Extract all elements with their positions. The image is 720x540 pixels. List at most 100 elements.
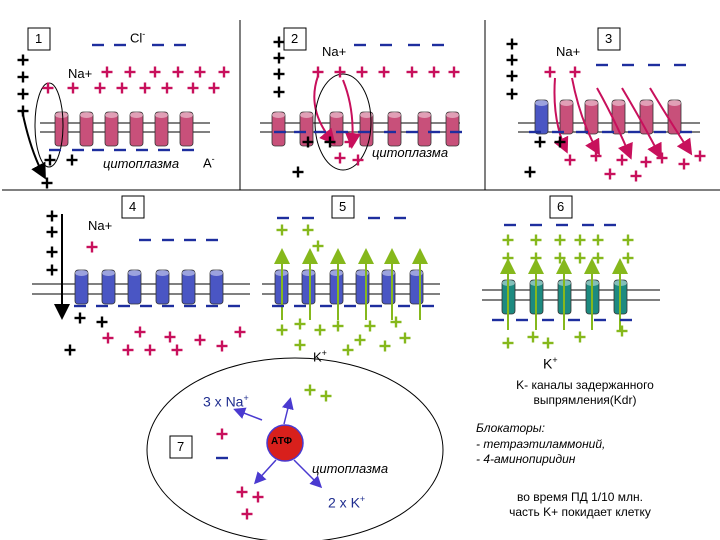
ion-channel-icon (101, 269, 116, 305)
channel-body (534, 99, 549, 135)
plus-charge-icon (616, 325, 628, 337)
plus-charge-icon (94, 82, 106, 94)
plus-charge-icon (544, 66, 556, 78)
plus-charge-icon (554, 252, 566, 264)
plus-charge-icon (234, 326, 246, 338)
panel-1-number: 1 (35, 31, 43, 46)
plus-charge-icon (592, 234, 604, 246)
plus-charge-icon (96, 316, 108, 328)
plus-charge-icon (320, 390, 332, 402)
plus-charge-icon (574, 234, 586, 246)
plus-charge-icon (273, 68, 285, 80)
plus-charge-icon (527, 331, 539, 343)
plus-charge-icon (273, 36, 285, 48)
plus-charge-icon (46, 226, 58, 238)
plus-charge-icon (102, 332, 114, 344)
arrow-icon (649, 87, 693, 156)
panel-frames (2, 20, 720, 540)
channel-top (210, 270, 223, 276)
plus-charge-icon (312, 240, 324, 252)
ion-channel-icon (445, 111, 460, 147)
plus-charge-icon (46, 210, 58, 222)
potassium-pump-label: 2 x K+ (328, 494, 366, 511)
plus-charge-icon (630, 170, 642, 182)
plus-charge-icon (44, 154, 56, 166)
arrow-icon (571, 77, 600, 156)
plus-charge-icon (354, 334, 366, 346)
channel-top (560, 100, 573, 106)
blockers-note: Блокаторы: - тетраэтиламмоний, - 4-амино… (476, 421, 605, 468)
blocker-item-2: - 4-аминопиридин (476, 452, 576, 467)
ion-channel-icon (74, 269, 89, 305)
plus-charge-icon (569, 66, 581, 78)
plus-charge-icon (273, 52, 285, 64)
plus-charge-icon (314, 324, 326, 336)
channel-body (104, 111, 119, 147)
plus-charge-icon (502, 252, 514, 264)
plus-charge-icon (399, 332, 411, 344)
plus-charge-icon (302, 136, 314, 148)
plus-charge-icon (694, 150, 706, 162)
plus-charge-icon (564, 154, 576, 166)
plus-charge-icon (554, 234, 566, 246)
plus-charge-icon (41, 177, 53, 189)
channel-top (180, 112, 193, 118)
kdr-note: K- каналы задержанного выпрямления(Kdr) (490, 378, 680, 408)
plus-charge-icon (554, 136, 566, 148)
channel-body (445, 111, 460, 147)
plus-charge-icon (149, 66, 161, 78)
plus-charge-icon (656, 152, 668, 164)
ion-channel-icon (355, 269, 370, 305)
channel-top (535, 100, 548, 106)
sodium-label-4: Na+ (88, 218, 113, 233)
arrow-icon (342, 79, 361, 149)
ion-channel-icon (181, 269, 196, 305)
plus-charge-icon (390, 316, 402, 328)
plus-charge-icon (294, 339, 306, 351)
plus-charge-icon (144, 344, 156, 356)
efflux-note: во время ПД 1/10 млн. часть K+ покидает … (480, 490, 680, 520)
arrow-icon (21, 109, 46, 180)
ion-channel-icon (104, 111, 119, 147)
plus-charge-icon (622, 252, 634, 264)
flux-arrows (21, 73, 693, 330)
sodium-label-2: Na+ (322, 44, 347, 59)
channel-body (387, 111, 402, 147)
channel-top (155, 112, 168, 118)
channel-top (156, 270, 169, 276)
panel-2-number: 2 (291, 31, 299, 46)
plus-charge-icon (344, 136, 356, 148)
plus-charge-icon (101, 66, 113, 78)
plus-charge-icon (208, 82, 220, 94)
plus-charge-icon (216, 428, 228, 440)
plus-charge-icon (302, 224, 314, 236)
plus-charge-icon (236, 486, 248, 498)
channel-top (302, 270, 315, 276)
channel-body (271, 111, 286, 147)
plus-charge-icon (342, 344, 354, 356)
cytoplasm-label-2: цитоплазма (372, 145, 449, 160)
plus-charge-icon (172, 66, 184, 78)
atp-pump-icon (233, 397, 323, 489)
ion-channel-icon (154, 111, 169, 147)
plus-charge-icon (506, 38, 518, 50)
plus-charge-icon (604, 168, 616, 180)
ion-channel-icon (387, 111, 402, 147)
plus-charge-icon (428, 66, 440, 78)
channel-top (182, 270, 195, 276)
channel-top (330, 112, 343, 118)
plus-charge-icon (292, 166, 304, 178)
channel-body (209, 269, 224, 305)
plus-charge-icon (592, 252, 604, 264)
channel-body (299, 111, 314, 147)
ion-channel-icon (417, 111, 432, 147)
plus-charge-icon (17, 71, 29, 83)
channel-body (154, 111, 169, 147)
plus-charge-icon (406, 66, 418, 78)
anion-label: A- (203, 154, 215, 171)
plus-charge-icon (616, 154, 628, 166)
ion-channel-icon (179, 111, 194, 147)
ion-channel-icon (129, 111, 144, 147)
plus-charge-icon (448, 66, 460, 78)
